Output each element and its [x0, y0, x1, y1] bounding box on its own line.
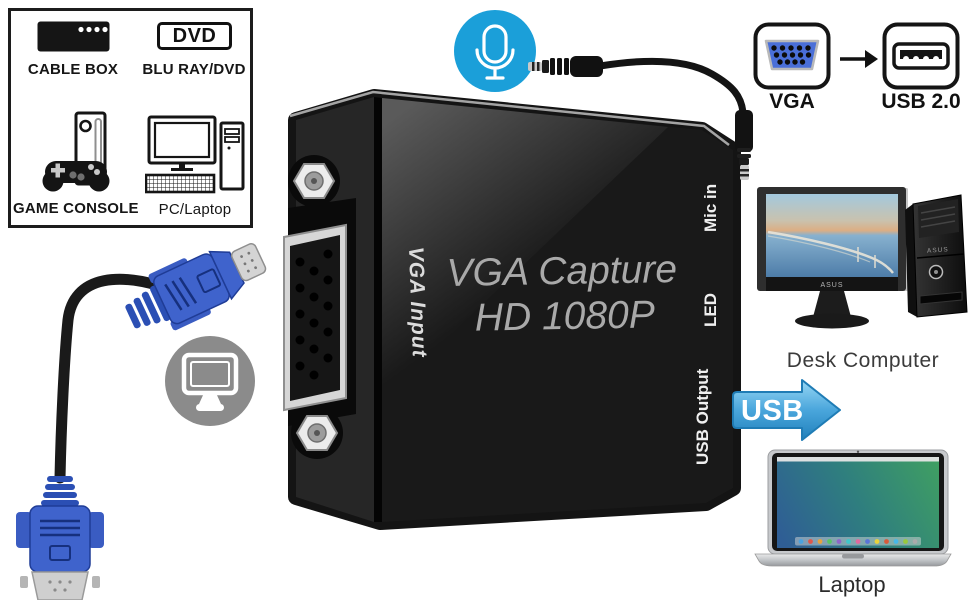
desk-computer-label: Desk Computer [786, 349, 940, 372]
usb-arrow-label: USB [741, 395, 804, 427]
device-port-label-usb-output: USB Output [693, 368, 712, 465]
pc-laptop-label: PC/Laptop [158, 201, 232, 218]
mic-badge [454, 10, 536, 92]
vga-connector-top [125, 243, 267, 331]
vga-port-holes [295, 249, 333, 380]
dvd-icon: DVD [157, 22, 232, 50]
source-devices-box: CABLE BOX DVD BLU RAY/DVD GAME CONSOLE [8, 8, 253, 228]
monitor-icon [181, 352, 239, 411]
monitor-brand-text: ASUS [820, 282, 843, 289]
desk-tower: ASUS [905, 194, 968, 318]
vga-connector-icon [753, 22, 831, 90]
dvd-logo-text: DVD [172, 24, 217, 47]
audio-cable [528, 56, 753, 180]
device-top-highlight [289, 90, 730, 146]
gamepad [42, 161, 110, 192]
desk-computer-illustration: ASUS ASUS [757, 187, 968, 329]
laptop-dock [795, 537, 921, 546]
vga-connector-bottom [16, 476, 104, 600]
desk-monitor: ASUS [757, 187, 908, 329]
vga-cable [16, 243, 267, 600]
tower-brand-text: ASUS [927, 246, 949, 254]
game-console-label: GAME CONSOLE [13, 200, 139, 217]
device-title-line1: VGA Capture [446, 248, 677, 295]
cable-box-label: CABLE BOX [27, 61, 119, 78]
laptop-illustration [754, 449, 952, 567]
device-sheen [382, 98, 668, 400]
cable-box-icon [37, 21, 110, 52]
blu-ray-dvd-label: BLU RAY/DVD [142, 61, 246, 78]
device-port-label-led: LED [701, 293, 720, 327]
pc-icon [145, 115, 245, 194]
device-title-line2: HD 1080P [474, 293, 655, 339]
audio-plug-right [735, 110, 753, 180]
hex-screw-bottom [295, 415, 339, 451]
hex-screw-top [292, 163, 336, 199]
vga-cable-cord [54, 273, 196, 484]
vga-label: VGA [769, 90, 815, 113]
usb-2-0-label: USB 2.0 [881, 90, 961, 113]
usb-arrow: USB [732, 379, 841, 441]
audio-plug-left [528, 56, 603, 77]
monitor-badge [165, 336, 255, 426]
capture-device: VGA Input VGA Capture HD 1080P Mic in LE… [283, 89, 741, 530]
microphone-icon [475, 24, 515, 80]
usb-port-icon [882, 22, 960, 90]
device-port-label-mic-in: Mic in [701, 184, 720, 232]
device-side-label: VGA Input [404, 246, 431, 358]
laptop-label: Laptop [818, 572, 886, 597]
arrow-right-icon [840, 50, 878, 68]
game-console-icon [42, 111, 110, 192]
vga-input-port [283, 155, 356, 459]
